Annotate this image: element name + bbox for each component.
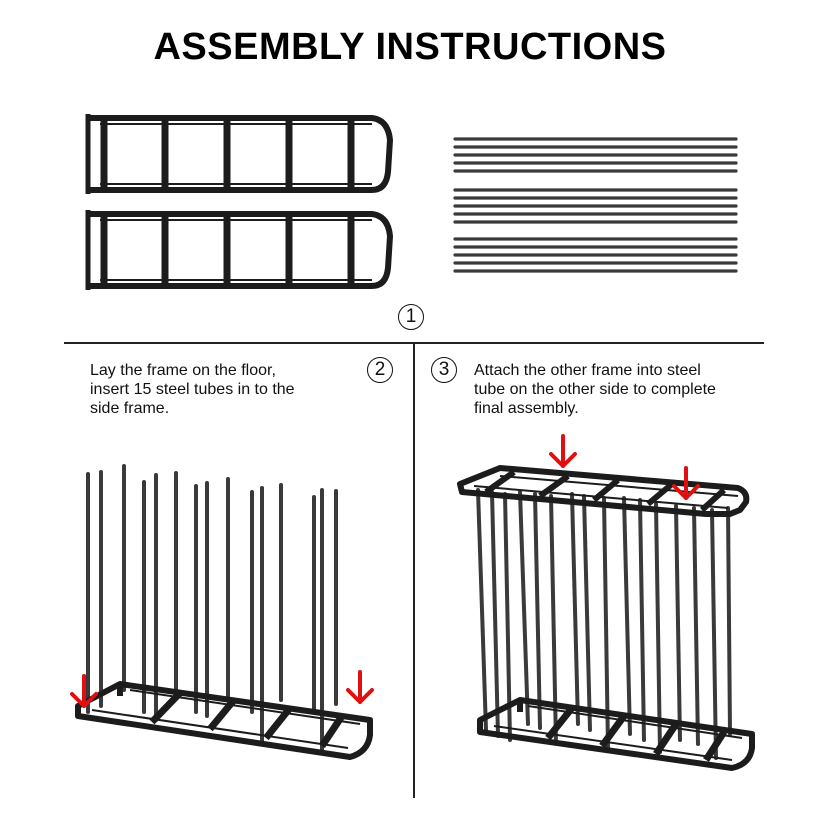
step-2-instructions: Lay the frame on the floor, insert 15 st…: [90, 361, 295, 418]
step-2-line-2: insert 15 steel tubes in to the: [90, 381, 295, 398]
steel-tubes-icon: [453, 137, 738, 273]
step-3-instructions: Attach the other frame into steel tube o…: [474, 361, 716, 418]
down-arrow-icon: [346, 670, 374, 704]
step-1-number: 1: [398, 304, 424, 330]
boot-rack-icon: [457, 434, 755, 771]
step-3-line-1: Attach the other frame into steel: [474, 362, 701, 379]
step-2-line-1: Lay the frame on the floor,: [90, 362, 276, 379]
step-2-number: 2: [367, 357, 393, 383]
step-3-line-3: final assembly.: [474, 400, 579, 417]
down-arrow-icon: [549, 434, 577, 468]
vertical-divider: [413, 343, 415, 798]
down-arrow-icon: [672, 466, 700, 500]
step-3-number: 3: [431, 357, 457, 383]
step-3-line-2: tube on the other side to complete: [474, 381, 716, 398]
boot-rack-icon: [70, 464, 374, 760]
side-frame-icon: [85, 114, 394, 290]
parts-illustration: [85, 114, 738, 290]
down-arrow-icon: [70, 674, 98, 708]
horizontal-divider: [64, 342, 764, 344]
page-title: ASSEMBLY INSTRUCTIONS: [153, 26, 667, 68]
step-2-line-3: side frame.: [90, 400, 170, 417]
